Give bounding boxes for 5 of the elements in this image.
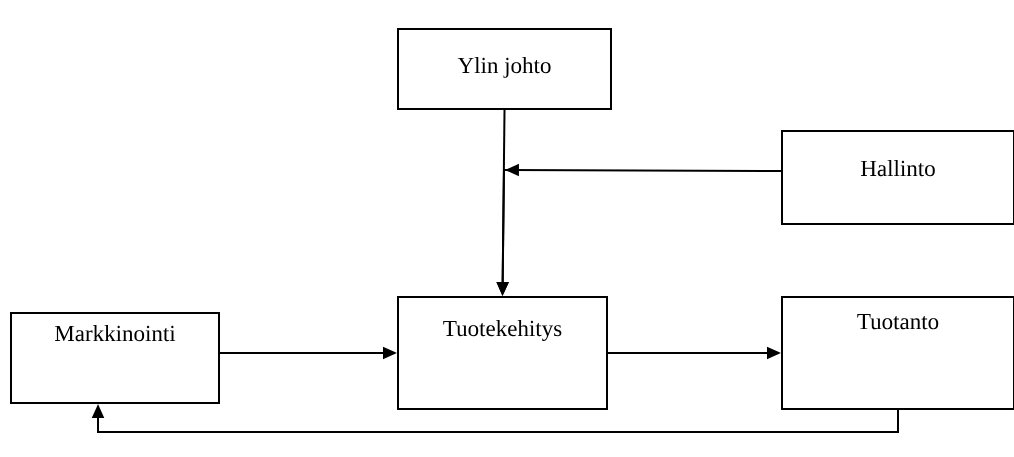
process-box: Tuotanto xyxy=(781,296,1014,410)
process-box: Markkinointi xyxy=(10,312,220,404)
process-box: Ylin johto xyxy=(397,28,612,110)
process-box: Hallinto xyxy=(781,130,1014,225)
process-box: Tuotekehitys xyxy=(397,296,608,410)
